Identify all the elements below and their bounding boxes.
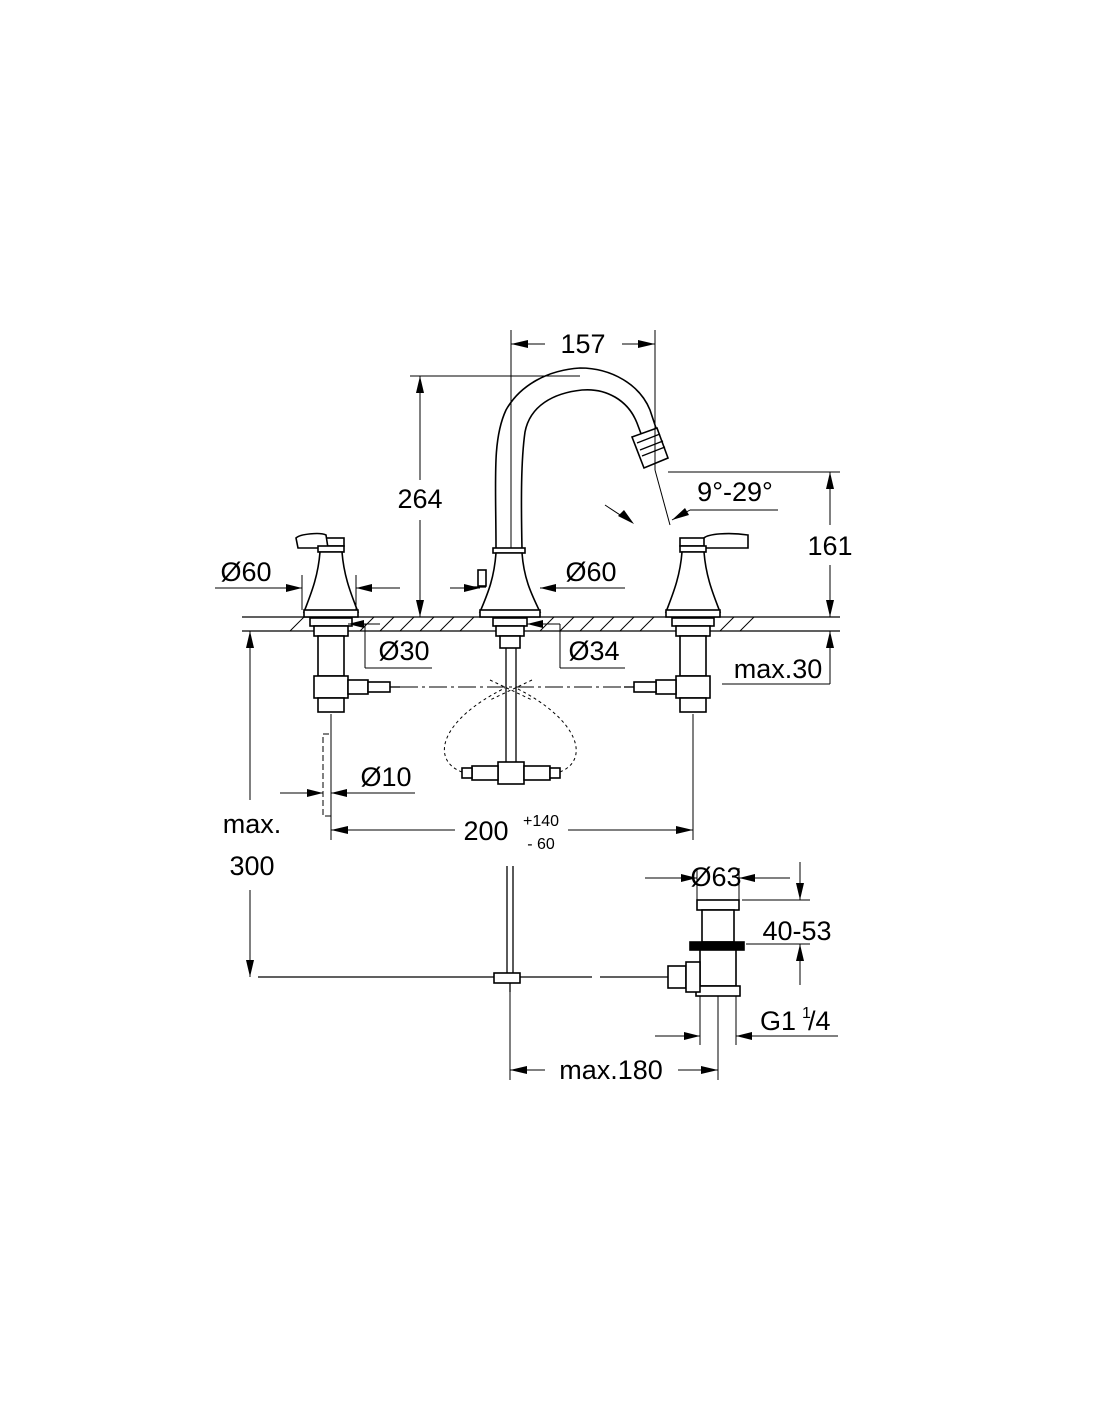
svg-text:Ø60: Ø60 [565, 557, 616, 587]
svg-text:G1: G1 [760, 1006, 796, 1036]
dim-handle-hole: Ø30 [348, 620, 432, 669]
dim-drain-height: 40-53 [742, 862, 832, 985]
svg-text:+140: +140 [523, 813, 559, 830]
spout [443, 367, 670, 785]
svg-text:161: 161 [807, 531, 852, 561]
dim-drain-thread: G1 1 /4 [655, 996, 838, 1045]
svg-text:157: 157 [560, 329, 605, 359]
right-handle-valve [624, 532, 749, 713]
svg-text:300: 300 [229, 851, 274, 881]
svg-text:9°-29°: 9°-29° [697, 477, 773, 507]
dim-spout-height: 264 [397, 375, 580, 617]
dim-handle-diameter: Ø60 [215, 557, 400, 610]
dim-spout-base-diameter: Ø60 [450, 557, 625, 592]
svg-text:1: 1 [802, 1005, 811, 1022]
dim-drain-diameter: Ø63 [645, 862, 790, 900]
svg-text:Ø10: Ø10 [360, 762, 411, 792]
dim-spread: 200 +140 - 60 [330, 714, 694, 853]
svg-text:max.30: max.30 [734, 654, 823, 684]
dim-rod-reach: max.180 [509, 992, 719, 1085]
dim-spout-angle: 9°-29° [604, 469, 778, 526]
svg-text:max.180: max.180 [559, 1055, 663, 1085]
svg-text:200: 200 [463, 816, 508, 846]
dim-deck-thickness: max.30 [722, 631, 834, 685]
svg-text:264: 264 [397, 484, 442, 514]
dim-hose-diameter: Ø10 [280, 733, 415, 817]
svg-text:Ø30: Ø30 [378, 636, 429, 666]
dim-outlet-height: 161 [668, 471, 853, 617]
dim-spout-reach: 157 [510, 329, 656, 548]
left-handle-valve [295, 532, 400, 713]
svg-text:max.: max. [223, 809, 282, 839]
svg-text:/4: /4 [808, 1006, 831, 1036]
svg-text:Ø60: Ø60 [220, 557, 271, 587]
svg-text:- 60: - 60 [527, 836, 555, 853]
dim-spout-hole: Ø34 [527, 620, 625, 669]
svg-text:Ø63: Ø63 [690, 862, 741, 892]
dim-max-depth: max. 300 [223, 630, 282, 977]
svg-text:40-53: 40-53 [762, 916, 831, 946]
drain-assembly [258, 866, 745, 997]
svg-text:Ø34: Ø34 [568, 636, 619, 666]
